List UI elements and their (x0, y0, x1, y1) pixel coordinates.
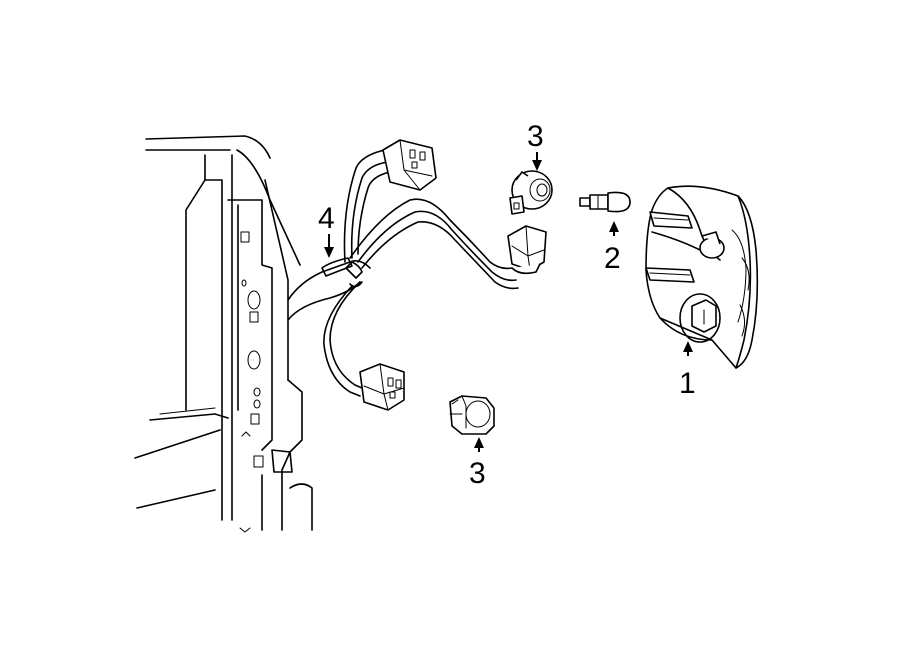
bulb (579, 191, 631, 213)
callout-label-3-lower: 3 (469, 457, 486, 490)
harness-connector-lower (359, 363, 405, 411)
harness-connector-right (507, 225, 547, 275)
callout-label-2: 2 (604, 242, 621, 275)
socket-upper (509, 170, 553, 215)
callout-3-upper: 3 (527, 120, 544, 171)
callout-1: 1 (679, 341, 696, 400)
tail-lamp-assembly (645, 185, 759, 369)
callout-3-lower: 3 (469, 437, 486, 490)
callout-label-1: 1 (679, 367, 696, 400)
harness-connector-upper (382, 139, 437, 191)
socket-lower (449, 395, 495, 435)
callout-4: 4 (318, 202, 335, 258)
callout-label-4: 4 (318, 202, 335, 235)
callout-2: 2 (604, 221, 621, 275)
callout-label-3-upper: 3 (527, 120, 544, 153)
wiring-harness (287, 149, 519, 397)
vehicle-body-pillar (134, 135, 313, 533)
